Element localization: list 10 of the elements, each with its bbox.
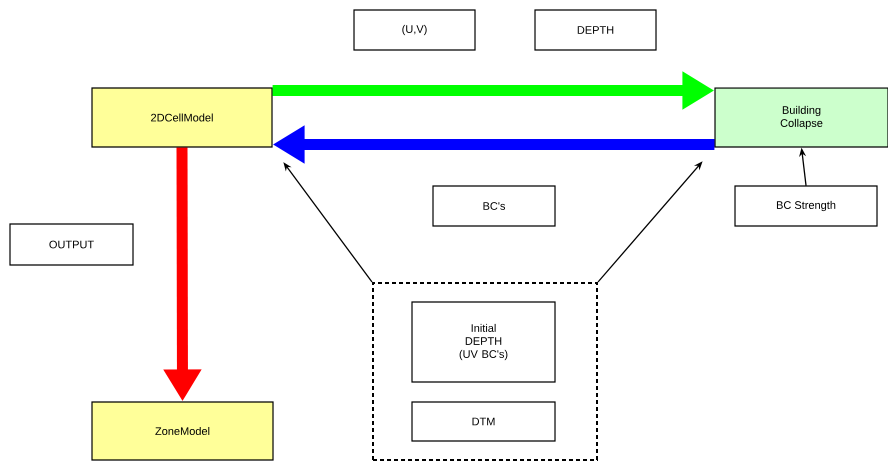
- model-box: 2DCellModel: [91, 87, 273, 148]
- input-box: Initial DEPTH (UV BC's): [411, 301, 556, 383]
- label-box: DEPTH: [534, 9, 657, 51]
- label-box: BC's: [432, 185, 556, 227]
- input-box: DTM: [411, 401, 556, 442]
- input-box: BC Strength: [734, 185, 878, 227]
- label-box: (U,V): [353, 9, 476, 51]
- label-box: OUTPUT: [9, 223, 134, 266]
- model-box: ZoneModel: [91, 401, 274, 461]
- model-box: Building Collapse: [714, 87, 888, 148]
